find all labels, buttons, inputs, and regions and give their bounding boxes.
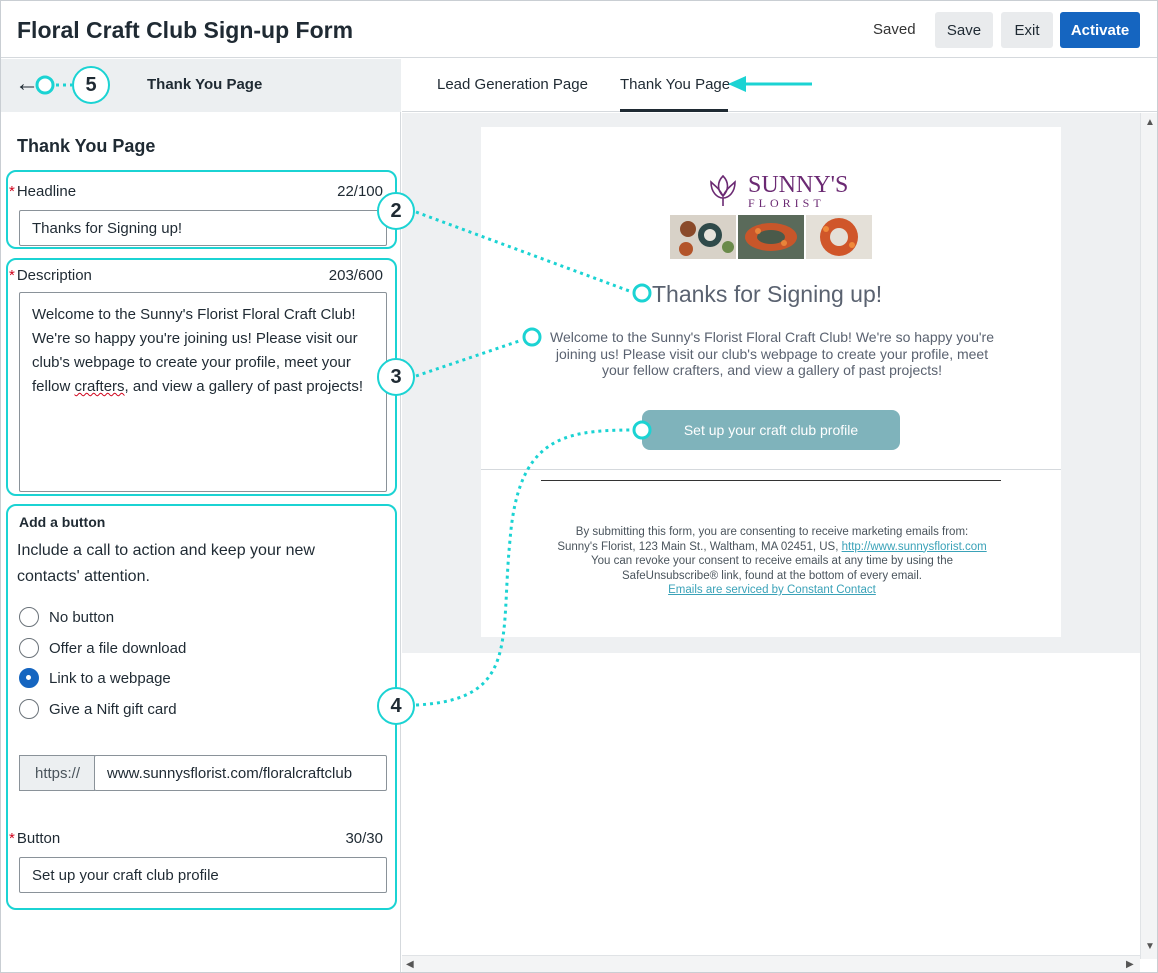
required-asterisk: * <box>9 183 15 200</box>
scroll-right-icon[interactable]: ▶ <box>1126 959 1134 970</box>
tulip-logo-icon <box>710 174 736 206</box>
radio-icon[interactable] <box>19 638 39 658</box>
back-arrow-icon[interactable]: ← <box>15 70 39 97</box>
consent-text: By submitting this form, you are consent… <box>522 525 1022 598</box>
tab-lead-generation[interactable]: Lead Generation Page <box>437 76 588 93</box>
required-asterisk: * <box>9 267 15 284</box>
active-tab-indicator <box>620 109 728 112</box>
description-counter: 203/600 <box>328 267 383 284</box>
scroll-down-icon[interactable]: ▼ <box>1145 941 1155 952</box>
radio-icon[interactable] <box>19 699 39 719</box>
saved-status: Saved <box>873 21 916 38</box>
craft-tools-photo <box>670 215 736 259</box>
misspelled-word: crafters <box>74 378 125 395</box>
radio-no-button[interactable]: No button <box>19 606 114 628</box>
callout-box-headline <box>6 170 397 249</box>
headline-label: *Headline <box>9 183 77 200</box>
panel-header: ← Thank You Page <box>1 59 401 112</box>
preview-panel: Lead Generation Page Thank You Page SUNN… <box>402 59 1157 972</box>
radio-selected-icon[interactable] <box>19 668 39 688</box>
headline-counter: 22/100 <box>337 183 383 200</box>
radio-icon[interactable] <box>19 607 39 627</box>
callout-badge-2: 2 <box>377 192 415 230</box>
preview-headline: Thanks for Signing up! <box>652 281 883 307</box>
required-asterisk: * <box>9 830 15 847</box>
description-textarea[interactable]: Welcome to the Sunny's Florist Floral Cr… <box>19 292 387 492</box>
scroll-left-icon[interactable]: ◀ <box>406 959 414 970</box>
radio-link-webpage[interactable]: Link to a webpage <box>19 667 171 689</box>
add-button-description: Include a call to action and keep your n… <box>17 542 315 585</box>
page-title: Floral Craft Club Sign-up Form <box>17 17 354 43</box>
website-link[interactable]: http://www.sunnysflorist.com <box>841 540 987 553</box>
button-label: *Button <box>9 830 61 847</box>
app-header: Floral Craft Club Sign-up Form Saved Sav… <box>1 1 1157 58</box>
preview-cta-button[interactable]: Set up your craft club profile <box>642 410 900 450</box>
horizontal-scrollbar[interactable]: ◀ ▶ <box>402 955 1140 972</box>
logo-name: SUNNY'S <box>748 172 849 198</box>
exit-button[interactable]: Exit <box>1001 12 1053 48</box>
description-label: *Description <box>9 267 92 284</box>
activate-button[interactable]: Activate <box>1060 12 1140 48</box>
radio-file-download[interactable]: Offer a file download <box>19 637 186 659</box>
callout-badge-3: 3 <box>377 358 415 396</box>
callout-badge-4: 4 <box>377 687 415 725</box>
wreath-closeup-photo <box>806 215 872 259</box>
button-counter: 30/30 <box>345 830 383 847</box>
logo-subtitle: FLORIST <box>748 196 825 210</box>
callout-box-description <box>6 258 397 496</box>
panel-header-title: Thank You Page <box>147 76 263 93</box>
constant-contact-link[interactable]: Emails are serviced by Constant Contact <box>668 584 876 596</box>
wreath-photo <box>738 215 804 259</box>
preview-description: Welcome to the Sunny's Florist Floral Cr… <box>549 329 994 378</box>
save-button[interactable]: Save <box>935 12 993 48</box>
divider <box>541 480 1001 481</box>
radio-nift-gift-card[interactable]: Give a Nift gift card <box>19 698 177 720</box>
page-tabs: Lead Generation Page Thank You Page <box>402 59 1157 112</box>
section-title: Thank You Page <box>17 136 156 156</box>
scroll-up-icon[interactable]: ▲ <box>1145 117 1155 128</box>
vertical-scrollbar[interactable]: ▲ ▼ <box>1140 113 1157 959</box>
tab-thank-you[interactable]: Thank You Page <box>620 76 731 93</box>
url-input[interactable]: www.sunnysflorist.com/floralcraftclub <box>94 755 387 791</box>
callout-badge-5: 5 <box>72 66 110 104</box>
button-text-input[interactable]: Set up your craft club profile <box>19 857 387 893</box>
headline-input[interactable]: Thanks for Signing up! <box>19 210 387 246</box>
add-button-title: Add a button <box>19 514 106 530</box>
url-prefix: https:// <box>19 755 95 791</box>
divider <box>481 469 1061 470</box>
callout-box-button <box>6 504 397 910</box>
